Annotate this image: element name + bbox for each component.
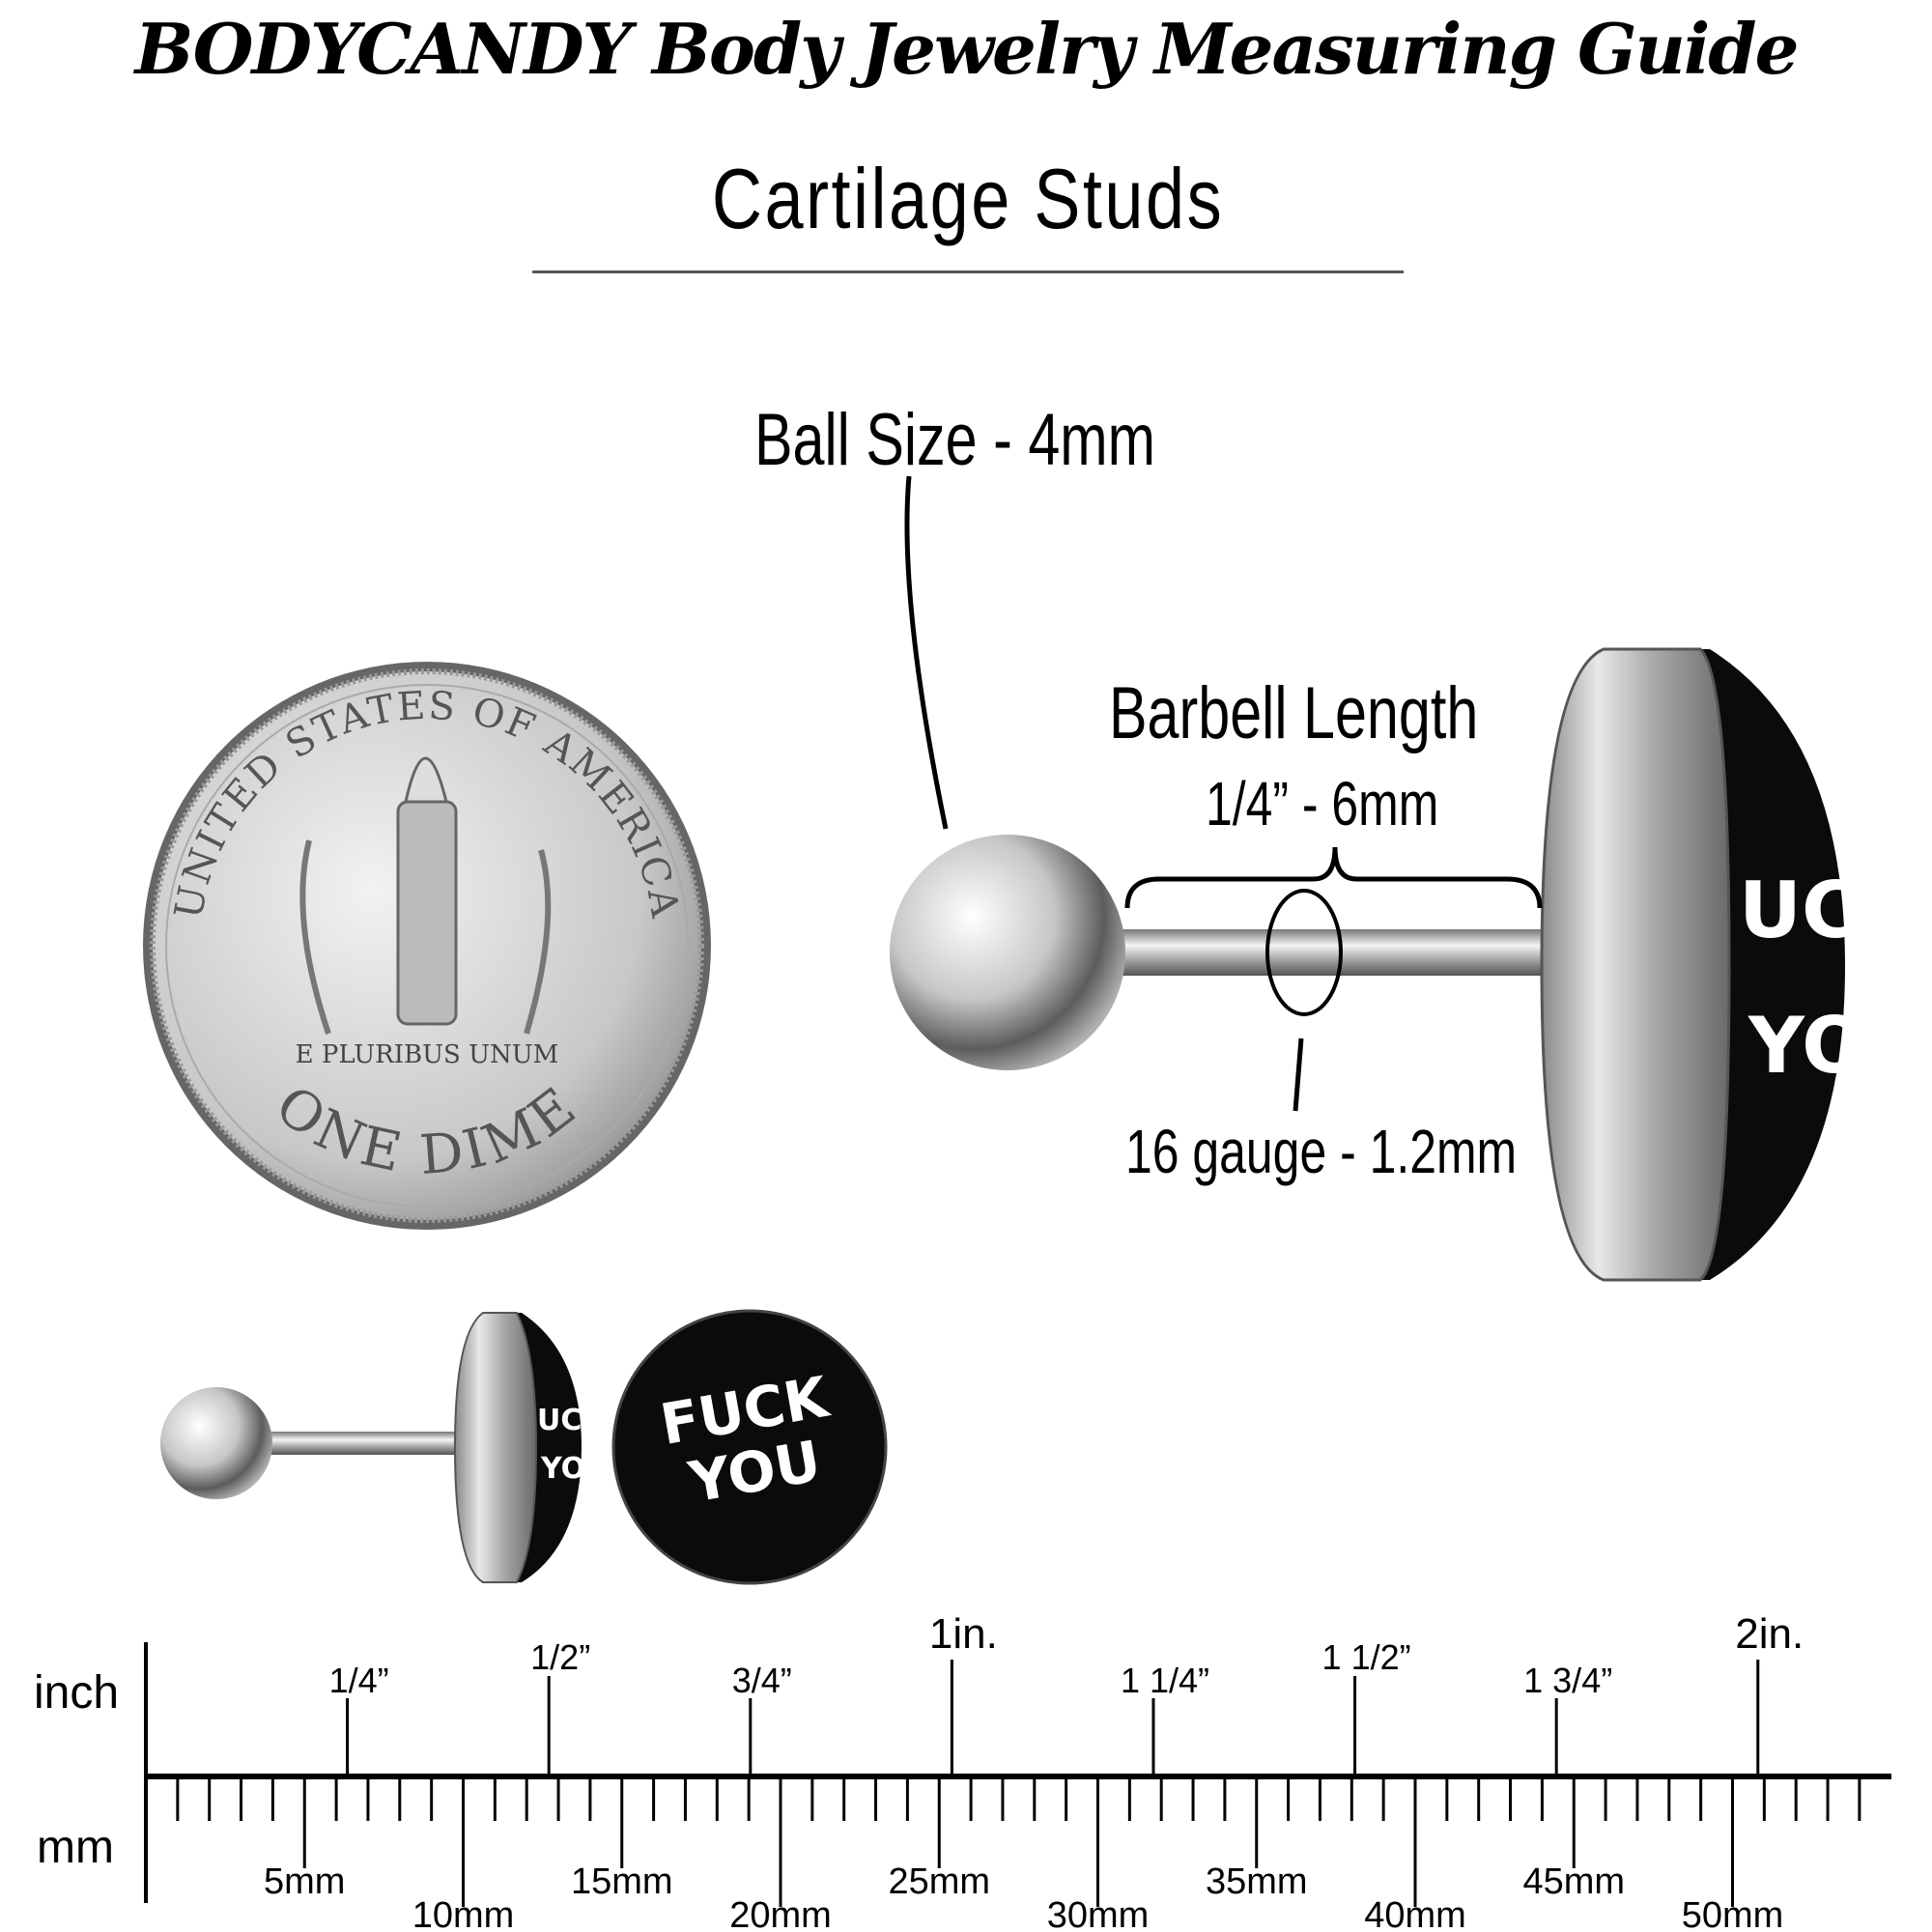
page-title: BODYCANDY Body Jewelry Measuring Guide	[134, 8, 1800, 90]
inch-tick-label: 1in.	[929, 1610, 998, 1658]
mm-tick-label: 25mm	[888, 1861, 990, 1902]
ball-end	[890, 835, 1125, 1070]
inch-tick-label: 1 3/4”	[1523, 1661, 1612, 1700]
logo-partial-2: YO	[1747, 1001, 1867, 1091]
mm-tick-label: 45mm	[1522, 1861, 1625, 1902]
stud-front-logo	[611, 1309, 888, 1585]
ruler-mm-label: mm	[37, 1822, 114, 1873]
divider	[532, 270, 1404, 273]
gauge-label: 16 gauge - 1.2mm	[1125, 1117, 1518, 1186]
disc-top	[1540, 647, 1731, 1282]
mm-tick-label: 40mm	[1364, 1895, 1466, 1932]
torch-icon	[396, 800, 458, 1026]
mm-tick-label: 30mm	[1047, 1895, 1150, 1932]
inch-tick-label: 1 1/2”	[1322, 1637, 1411, 1677]
logo-partial-small-2: YO	[540, 1452, 585, 1486]
mm-tick-label: 20mm	[729, 1895, 832, 1932]
ruler-inch-label: inch	[34, 1667, 119, 1719]
mm-tick-label: 10mm	[412, 1895, 515, 1932]
mm-tick-label: 50mm	[1682, 1895, 1784, 1932]
cartilage-stud-large: UCK YO	[890, 647, 1921, 1282]
coin-motto: E PLURIBUS UNUM	[296, 1040, 559, 1069]
barbell-post	[1111, 929, 1546, 976]
page-subtitle: Cartilage Studs	[711, 151, 1225, 246]
inch-tick-label: 1/2”	[530, 1637, 590, 1677]
logo-partial: UCK	[1739, 866, 1921, 955]
branch-icon	[299, 839, 552, 1035]
inch-tick-label: 3/4”	[732, 1661, 792, 1700]
gauge-leader	[1293, 1037, 1304, 1112]
gauge-ellipse	[1265, 889, 1343, 1016]
inch-tick-label: 1/4”	[329, 1661, 389, 1700]
dime-coin: UNITED STATES OF AMERICA ONE DIME E PLUR…	[143, 662, 711, 1230]
barbell-length-value: 1/4” - 6mm	[1206, 769, 1439, 838]
ball-size-label: Ball Size - 4mm	[754, 399, 1156, 481]
mm-tick-label: 15mm	[571, 1861, 673, 1902]
cartilage-stud-small: UCK YO	[160, 1312, 606, 1583]
ball-size-leader	[904, 475, 949, 830]
ruler: inch mm 5mm 10mm 15mm 20mm 25mm 30mm 35mm 40mm 45m…	[34, 1610, 1891, 1932]
barbell-length-brace	[1124, 846, 1543, 909]
inch-tick-label: 2in.	[1735, 1610, 1804, 1658]
barbell-length-label: Barbell Length	[1109, 672, 1479, 754]
mm-tick-label: 5mm	[264, 1861, 345, 1902]
logo-partial-small: UCK	[537, 1404, 606, 1437]
inch-tick-label: 1 1/4”	[1121, 1661, 1209, 1700]
mm-tick-label: 35mm	[1206, 1861, 1308, 1902]
